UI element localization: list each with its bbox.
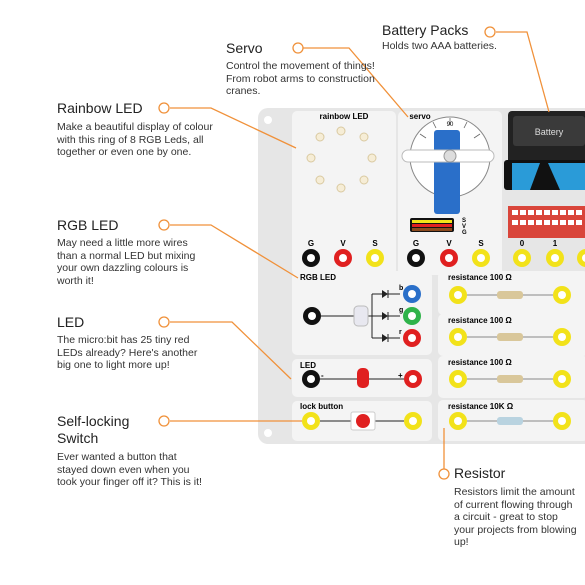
battery-title: Battery Packs — [382, 22, 469, 38]
rainbow-panel — [292, 111, 396, 275]
leader-lines — [170, 31, 550, 474]
resistance-label-4: resistance 10K Ω — [448, 402, 514, 411]
rainbow-pin-g: G — [308, 239, 314, 248]
rgb-panel-label: RGB LED — [300, 273, 336, 282]
leader-dot — [484, 26, 496, 38]
rainbow-pin-v: V — [340, 239, 346, 248]
switch-desc: Ever wanted a button that stayed down ev… — [57, 451, 202, 489]
resistor-component — [497, 375, 523, 383]
servo-dial-90: 90 — [447, 122, 454, 128]
rgb-channel-r: r — [399, 329, 402, 336]
ring-led — [359, 132, 369, 142]
leader-dot — [438, 468, 450, 480]
mb-pin-0: 0 — [520, 239, 525, 248]
resistor-component — [497, 291, 523, 299]
switch-title: Self-locking Switch — [57, 413, 130, 446]
resistance-label-3: resistance 100 Ω — [448, 358, 512, 367]
servo-title: Servo — [226, 40, 263, 56]
led-plus: + — [398, 371, 403, 380]
ring-led — [336, 126, 346, 136]
lock-button-component — [356, 414, 370, 428]
rgb-led-component — [353, 305, 369, 327]
mount-hole — [264, 116, 272, 124]
rgb-title: RGB LED — [57, 217, 119, 233]
ring-led — [367, 153, 377, 163]
lock-panel-label: lock button — [300, 402, 343, 411]
servo-body — [434, 130, 460, 214]
ring-led — [359, 175, 369, 185]
leader-dot — [158, 219, 170, 231]
servo-header-g: G — [462, 230, 467, 236]
leader-dot — [158, 415, 170, 427]
servo-desc: Control the movement of things! From rob… — [226, 60, 375, 98]
resistor-desc: Resistors limit the amount of current fl… — [454, 486, 577, 549]
led-minus: - — [321, 371, 324, 380]
mb-pin-1: 1 — [553, 239, 558, 248]
resistor-component — [497, 333, 523, 341]
resistance-label-2: resistance 100 Ω — [448, 316, 512, 325]
servo-pin-s: S — [478, 239, 484, 248]
ring-led — [306, 153, 316, 163]
led-title: LED — [57, 314, 85, 330]
leader-dot — [158, 102, 170, 114]
rainbow-led-ring — [306, 126, 377, 193]
servo-header-v: V — [462, 224, 466, 230]
rainbow-panel-label: rainbow LED — [320, 112, 369, 121]
ring-led — [315, 175, 325, 185]
rgb-channel-b: b — [399, 285, 403, 292]
battery-desc: Holds two AAA batteries. — [382, 40, 497, 52]
led-desc: The micro:bit has 25 tiny red LEDs alrea… — [57, 334, 198, 372]
rainbow-desc: Make a beautiful display of colour with … — [57, 121, 213, 159]
resistor-component — [497, 417, 523, 425]
leader-dot — [292, 42, 304, 54]
red-led-component — [357, 368, 369, 388]
leader-dot — [158, 316, 170, 328]
rgb-channel-g: g — [399, 307, 403, 314]
ring-led — [315, 132, 325, 142]
servo-pin-g: G — [413, 239, 419, 248]
rainbow-pin-s: S — [372, 239, 378, 248]
battery-label: Battery — [535, 127, 564, 137]
resistance-label-1: resistance 100 Ω — [448, 273, 512, 282]
servo-pin-v: V — [446, 239, 452, 248]
rgb-desc: May need a little more wires than a norm… — [57, 237, 196, 287]
ring-led — [336, 183, 346, 193]
led-panel-label: LED — [300, 361, 316, 370]
resistor-title: Resistor — [454, 465, 506, 481]
servo-panel-label: servo — [409, 112, 430, 121]
servo-header-s: S — [462, 218, 466, 224]
rainbow-title: Rainbow LED — [57, 100, 143, 116]
mount-hole — [264, 429, 272, 437]
